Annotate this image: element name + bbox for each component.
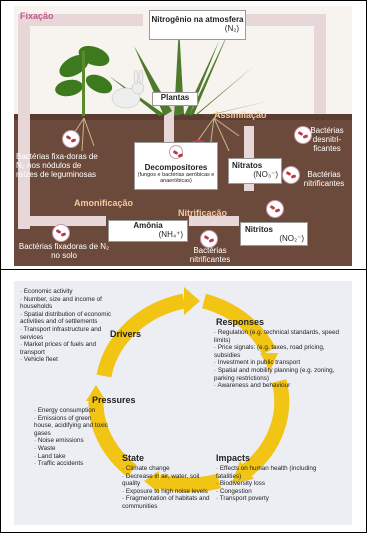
nitrites-box: Nitritos (NO₂⁻) bbox=[240, 222, 308, 246]
fixation-label: Fixação bbox=[20, 11, 54, 21]
ammonia-pipe bbox=[30, 216, 106, 226]
drivers-item: Market prices of fuels and transport bbox=[20, 341, 116, 356]
impacts-list: Effects on human health (including fatal… bbox=[216, 465, 336, 503]
ammonia-box: Amônia (NH₄⁺) bbox=[108, 220, 188, 242]
pressures-list: Energy consumption Emissions of green ho… bbox=[34, 407, 112, 468]
impacts-item: Biodiversity loss bbox=[216, 480, 336, 488]
pressures-item: Energy consumption bbox=[34, 407, 112, 415]
soil-bacteria-label: Bactérias fixadoras de N₂ no solo bbox=[18, 242, 110, 260]
drivers-item: Vehicle fleet bbox=[20, 356, 116, 364]
bacteria-icon bbox=[200, 230, 218, 248]
decomposers-subtitle: (fungos e bactérias aeróbicas e anaeróbi… bbox=[137, 172, 215, 184]
state-list: Climate change Decrease in air, water, s… bbox=[122, 465, 214, 511]
state-item: Decrease in air, water, soil quality bbox=[122, 473, 214, 488]
denitrification-pipe-top bbox=[246, 14, 326, 26]
state-item: Climate change bbox=[122, 465, 214, 473]
impacts-item: Transport poverty bbox=[216, 495, 336, 503]
bacteria-icon bbox=[52, 224, 70, 242]
drivers-item: Transport infrastructure and services bbox=[20, 326, 116, 341]
responses-list: Regulation (e.g. technical standards, sp… bbox=[214, 329, 346, 390]
state-title: State bbox=[122, 453, 145, 463]
drivers-item: Number, size and income of households bbox=[20, 296, 116, 311]
responses-item: Regulation (e.g. technical standards, sp… bbox=[214, 329, 346, 344]
denitrifying-bacteria-label: Bactérias desnitri-ficantes bbox=[310, 126, 344, 153]
responses-item: Price signals: (e.g. taxes, road pricing… bbox=[214, 344, 346, 359]
nitrites-title: Nitritos bbox=[245, 225, 273, 234]
plants-box: Plantas bbox=[152, 92, 198, 106]
pressures-item: Traffic accidents bbox=[34, 460, 112, 468]
bacteria-icon bbox=[282, 166, 300, 184]
atmosphere-box: Nitrogênio na atmosfera (N₂) bbox=[149, 10, 246, 40]
drivers-title: Drivers bbox=[110, 329, 142, 339]
pressures-item: Waste bbox=[34, 445, 112, 453]
soil-line bbox=[14, 114, 352, 120]
ammonification-label: Amonificação bbox=[74, 198, 134, 208]
state-item: Exposure to high noise levels bbox=[122, 488, 214, 496]
dpsir-diagram: Economic activity Number, size and incom… bbox=[14, 281, 352, 525]
denitrification-pipe-right bbox=[314, 14, 326, 114]
nitrification-pipe bbox=[189, 216, 239, 226]
bacteria-icon bbox=[266, 200, 284, 218]
responses-item: Awareness and behaviour bbox=[214, 382, 346, 390]
nitrites-formula: (NO₂⁻) bbox=[279, 234, 304, 243]
responses-title: Responses bbox=[216, 317, 265, 327]
atmosphere-formula: (N₂) bbox=[224, 24, 239, 33]
assimilation-pipe bbox=[164, 101, 174, 146]
impacts-title: Impacts bbox=[216, 453, 251, 463]
responses-item: Investment in public transport bbox=[214, 359, 346, 367]
responses-item: Spatial and mobility planning (e.g. zoni… bbox=[214, 367, 346, 382]
drivers-item: Spatial distribution of economic activit… bbox=[20, 311, 116, 326]
decomposers-box: Decompositores (fungos e bactérias aerób… bbox=[134, 142, 218, 190]
atmosphere-title: Nitrogênio na atmosfera bbox=[151, 15, 244, 24]
nitrates-box: Nitratos (NO₃⁻) bbox=[228, 158, 282, 184]
bacteria-icon bbox=[62, 130, 80, 148]
decomposers-title: Decompositores bbox=[144, 163, 208, 172]
fixation-pipe-left bbox=[18, 14, 30, 229]
impacts-item: Effects on human health (including fatal… bbox=[216, 465, 336, 480]
pressures-item: Noise emissions bbox=[34, 437, 112, 445]
pressures-title: Pressures bbox=[92, 395, 136, 405]
state-item: Fragmentation of habitats and communitie… bbox=[122, 495, 214, 510]
nitrification-label: Nitrificação bbox=[178, 208, 228, 218]
ammonia-title: Amônia bbox=[133, 221, 163, 230]
ammonia-formula: (NH₄⁺) bbox=[158, 230, 183, 239]
nitrates-formula: (NO₃⁻) bbox=[253, 170, 278, 179]
bacteria-icon bbox=[169, 145, 183, 159]
nodule-bacteria-label: Bactérias fixa-doras de N₂ nos nódulos d… bbox=[16, 152, 98, 179]
nitrogen-cycle-diagram: Fixação Nitrogênio na atmosfera (N₂) Pla… bbox=[14, 6, 352, 266]
bacteria-icon bbox=[294, 126, 312, 144]
pressures-item: Emissions of green house, acidifying and… bbox=[34, 415, 112, 438]
nitrifying-bacteria-label-2: Bactérias nitrificantes bbox=[189, 246, 231, 264]
drivers-list: Economic activity Number, size and incom… bbox=[20, 288, 116, 364]
assimilation-label: Assimilação bbox=[214, 110, 267, 120]
fixation-pipe-top bbox=[18, 14, 143, 26]
pressures-item: Land take bbox=[34, 453, 112, 461]
nitrifying-bacteria-label-1: Bactérias nitrificantes bbox=[303, 170, 345, 188]
panel-divider bbox=[0, 269, 367, 270]
drivers-item: Economic activity bbox=[20, 288, 116, 296]
impacts-item: Congestion bbox=[216, 488, 336, 496]
nitrates-title: Nitratos bbox=[232, 161, 263, 170]
